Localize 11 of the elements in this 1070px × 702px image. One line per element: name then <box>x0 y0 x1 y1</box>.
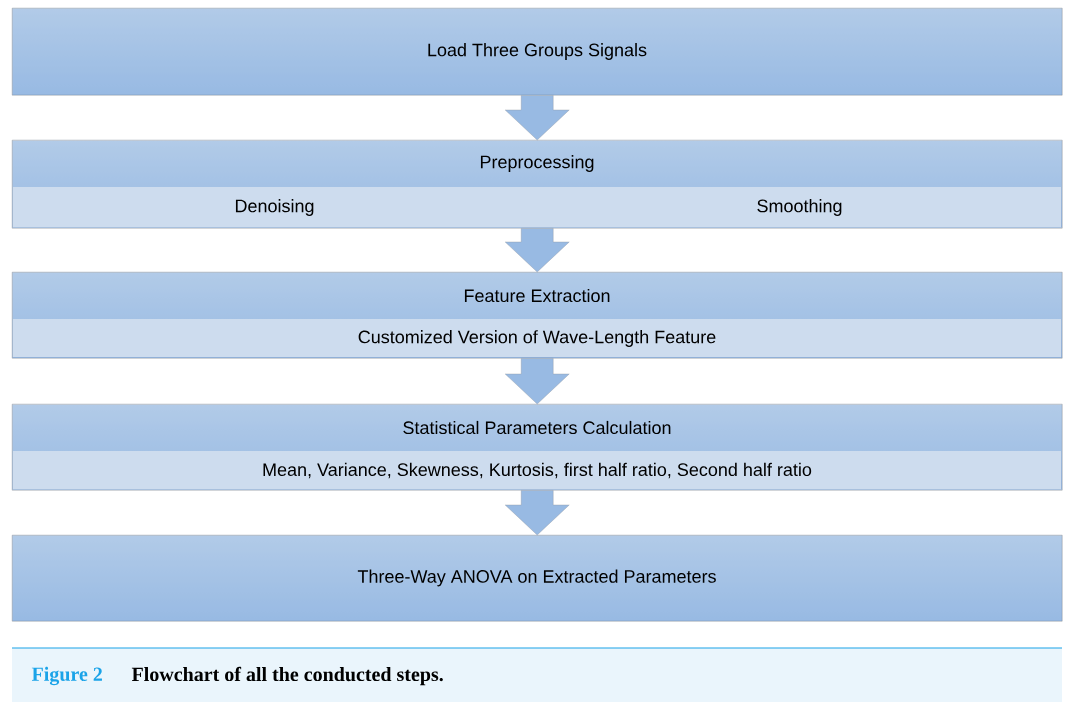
process-box: Three-Way ANOVA on Extracted Parameters <box>12 535 1063 622</box>
caption: Flowchart of all the conducted steps. <box>131 666 443 686</box>
block-arrow <box>505 358 570 405</box>
process-box: Statistical Parameters Calculation Mean, Variance, Skewness, Kurtosis, first half ratio, Second half ratio <box>12 404 1063 491</box>
block-arrow <box>505 228 570 273</box>
process-box: Preprocessing Denoising Smoothing <box>12 140 1063 229</box>
figure-number: Figure 2 <box>31 666 102 686</box>
process-box: Load Three Groups Signals <box>12 8 1063 96</box>
block-arrow <box>505 490 570 536</box>
block-arrow <box>505 95 570 141</box>
process-box: Feature Extraction Customized Version of Wave-Length Feature <box>12 272 1063 359</box>
